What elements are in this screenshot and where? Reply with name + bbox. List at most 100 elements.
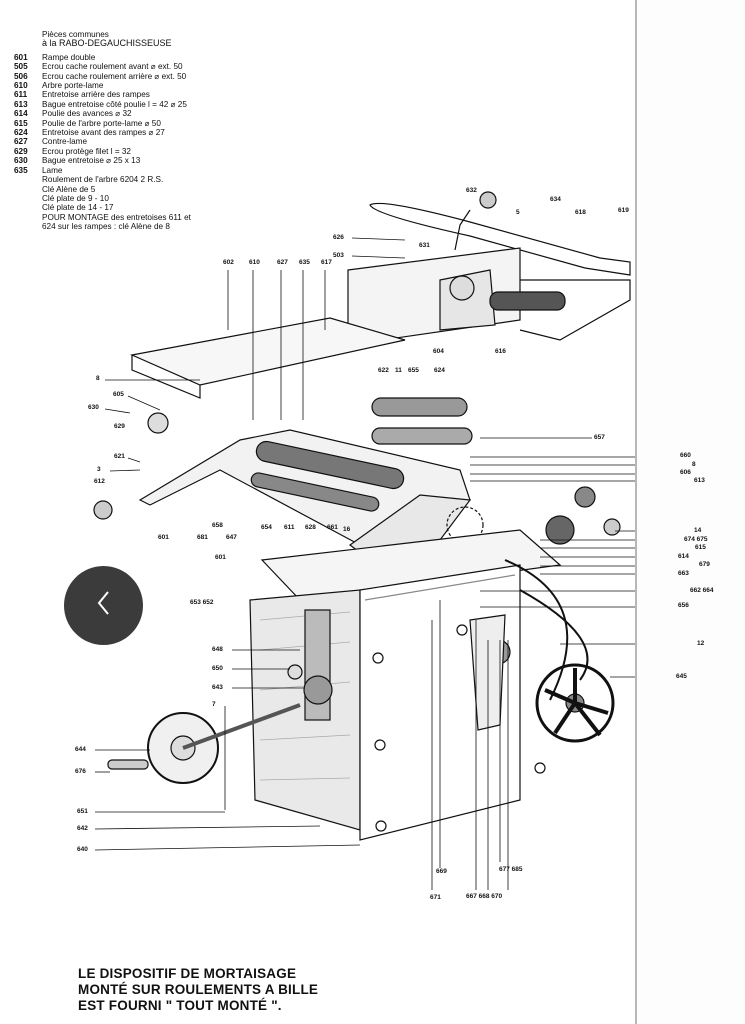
legend-item: Clé plate de 9 - 10 (14, 194, 191, 203)
part-callout: 610 (249, 259, 260, 266)
part-callout: 621 (114, 453, 125, 460)
chevron-left-icon (94, 589, 114, 622)
part-callout: 629 (114, 423, 125, 430)
part-callout: 615 (695, 544, 706, 551)
part-description: Entretoise arrière des rampes (42, 90, 150, 100)
part-description: Roulement de l'arbre 6204 2 R.S. (42, 175, 164, 185)
part-description: Clé Alène de 5 (42, 184, 96, 194)
part-code: 601 (14, 52, 28, 62)
part-code: 635 (14, 165, 28, 175)
part-callout: 8 (96, 375, 100, 382)
part-callout: 503 (333, 252, 344, 259)
part-callout: 660 (680, 452, 691, 459)
part-callout: 611 (284, 524, 295, 531)
legend-item: 629 Ecrou protège filet l = 32 (14, 147, 191, 156)
part-code: 615 (14, 118, 28, 128)
legend-item: Clé Alène de 5 (14, 185, 191, 194)
part-callout: 3 (97, 466, 101, 473)
part-description: Arbre porte-lame (42, 81, 104, 91)
part-callout: 613 (694, 477, 705, 484)
part-callout: 612 (94, 478, 105, 485)
part-callout: 634 (550, 196, 561, 203)
part-callout: 656 (678, 602, 689, 609)
part-description: POUR MONTAGE des entretoises 611 et (42, 212, 191, 222)
part-callout: 671 (430, 894, 441, 901)
part-code: 627 (14, 137, 28, 147)
part-callout: 605 (113, 391, 124, 398)
part-callout: 681 (197, 534, 208, 541)
legend-item: 614 Poulie des avances ⌀ 32 (14, 109, 191, 118)
page-edge (635, 0, 637, 1024)
part-callout: 622 (378, 367, 389, 374)
part-description: Ecrou cache roulement arrière ⌀ ext. 50 (42, 71, 187, 81)
part-callout: 655 (408, 367, 419, 374)
part-description: Lame (42, 165, 63, 175)
part-callout: 654 (261, 524, 272, 531)
part-callout: 12 (697, 640, 705, 647)
part-callout: 662 664 (690, 587, 714, 594)
part-callout: 626 (333, 234, 344, 241)
part-callout: 627 (277, 259, 288, 266)
part-callout: 642 (77, 825, 88, 832)
parts-legend: Pièces communes à la RABO-DEGAUCHISSEUSE… (14, 30, 191, 232)
part-description: Ecrou protège filet l = 32 (42, 146, 131, 156)
part-callout: 658 (212, 522, 223, 529)
part-callout: 631 (419, 242, 430, 249)
part-code: 613 (14, 99, 28, 109)
legend-item: 611 Entretoise arrière des rampes (14, 90, 191, 99)
legend-item: Clé plate de 14 - 17 (14, 203, 191, 212)
part-callout: 628 (305, 524, 316, 531)
part-callout: 650 (212, 665, 223, 672)
part-description: Clé plate de 14 - 17 (42, 203, 114, 213)
part-callout: 676 (75, 768, 86, 775)
part-description: 624 sur les rampes : clé Alène de 8 (42, 222, 170, 232)
part-callout: 616 (495, 348, 506, 355)
legend-item: Roulement de l'arbre 6204 2 R.S. (14, 175, 191, 184)
legend-heading: à la RABO-DEGAUCHISSEUSE (42, 38, 172, 49)
part-callout: 601 (158, 534, 169, 541)
part-callout: 619 (618, 207, 629, 214)
caption-line: LE DISPOSITIF DE MORTAISAGE (78, 966, 297, 981)
part-callout: 14 (694, 527, 702, 534)
part-description: Poulie des avances ⌀ 32 (42, 109, 132, 119)
part-callout: 644 (75, 746, 86, 753)
part-callout: 601 (215, 554, 226, 561)
exploded-parts-drawing (93, 191, 636, 890)
part-callout: 632 (466, 187, 477, 194)
part-description: Bague entretoise côté poulie l = 42 ⌀ 25 (42, 99, 187, 109)
part-description: Poulie de l'arbre porte-lame ⌀ 50 (42, 118, 161, 128)
part-callout: 651 (77, 808, 88, 815)
caption-line: EST FOURNI " TOUT MONTÉ ". (78, 998, 282, 1013)
part-callout: 640 (77, 846, 88, 853)
part-callout: 8 (692, 461, 696, 468)
document-page: Pièces communes à la RABO-DEGAUCHISSEUSE… (14, 30, 714, 1014)
part-callout: 661 (327, 524, 338, 531)
part-code: 611 (14, 90, 28, 100)
part-code: 624 (14, 128, 28, 138)
part-callout: 635 (299, 259, 310, 266)
part-callout: 602 (223, 259, 234, 266)
part-description: Ecrou cache roulement avant ⌀ ext. 50 (42, 62, 183, 72)
part-callout: 7 (212, 701, 216, 708)
legend-item: 635 Lame (14, 166, 191, 175)
part-callout: 647 (226, 534, 237, 541)
back-button[interactable] (64, 566, 143, 645)
part-callout: 667 668 670 (466, 893, 503, 900)
part-callout: 677 685 (499, 866, 523, 873)
part-callout: 679 (699, 561, 710, 568)
part-code: 629 (14, 146, 28, 156)
part-code: 614 (14, 109, 28, 119)
part-callout: 617 (321, 259, 332, 266)
part-code: 630 (14, 156, 28, 166)
caption: LE DISPOSITIF DE MORTAISAGE MONTÉ SUR RO… (78, 966, 318, 1014)
part-callout: 643 (212, 684, 223, 691)
part-callout: 663 (678, 570, 689, 577)
part-callout: 653 652 (190, 599, 214, 606)
part-code: 610 (14, 81, 28, 91)
